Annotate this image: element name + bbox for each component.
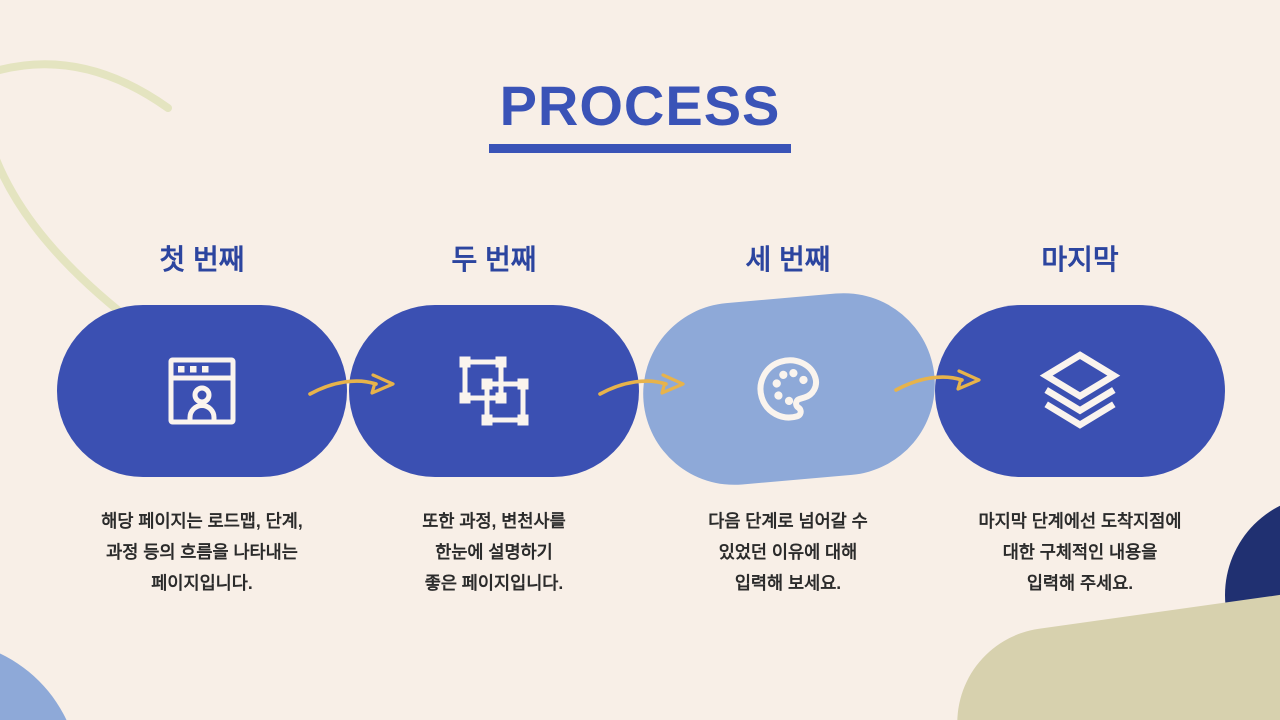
step-2-description: 또한 과정, 변천사를 한눈에 설명하기 좋은 페이지입니다. [422,511,566,593]
process-step-1: 첫 번째 해당 페이지는 로드맵, 단계, 과정 등의 흐름을 나타내는 페이지… [57,240,347,593]
title-underline [489,144,791,153]
process-step-2: 두 번째 또한 과정, 변천사를 한눈에 설명하기 좋은 페이지입니다. [349,240,639,593]
process-step-4: 마지막 마지막 단계에선 도착지점에 대한 구체적인 내용을 입력해 주세요. [935,240,1225,593]
title-block: PROCESS [0,78,1280,153]
step-3-description: 다음 단계로 넘어갈 수 있었던 이유에 대해 입력해 보세요. [708,511,868,593]
browser-user-icon [168,357,236,425]
step-2-label: 두 번째 [451,244,537,275]
swirl-line-decoration [0,60,172,339]
step-4-description: 마지막 단계에선 도착지점에 대한 구체적인 내용을 입력해 주세요. [978,511,1182,593]
step-4-label: 마지막 [1041,244,1119,275]
arrow-right-icon [894,369,981,392]
step-2-pill [349,305,639,477]
page-title: PROCESS [499,74,781,137]
step-3-label: 세 번째 [745,244,831,275]
blue-circle-decoration [0,640,80,720]
step-4-pill [935,305,1225,477]
arrow-right-icon [308,373,395,396]
arrow-right-icon [598,373,685,396]
step-1-description: 해당 페이지는 로드맵, 단계, 과정 등의 흐름을 나타내는 페이지입니다. [101,511,303,593]
step-1-pill [57,305,347,477]
process-step-3: 세 번째 다음 단계로 넘어갈 수 있었던 이유에 대해 입력해 보세요. [635,240,943,593]
group-objects-icon [459,356,529,426]
step-1-label: 첫 번째 [159,244,245,275]
layers-icon [1039,351,1121,429]
step-3-pill [635,285,943,493]
palette-icon [757,357,819,421]
